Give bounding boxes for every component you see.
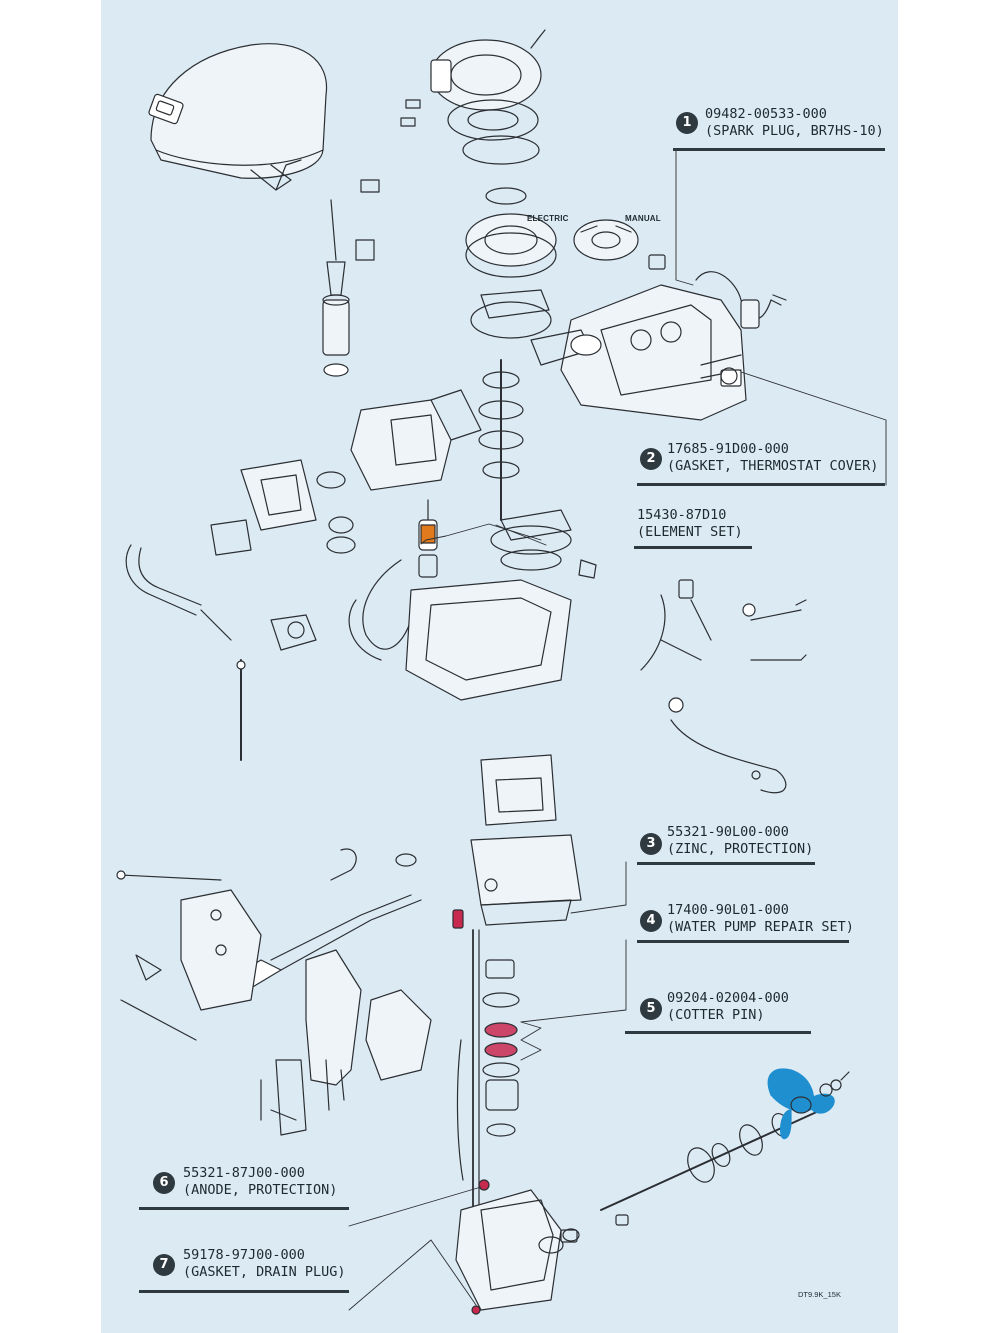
callout-number-3: 3 (640, 833, 662, 855)
electric-label: ELECTRIC (527, 214, 569, 223)
callout-rule (625, 1031, 811, 1034)
part-description: (WATER PUMP REPAIR SET) (667, 919, 854, 935)
clamp-bracket (180, 889, 432, 1136)
callout-number-6: 6 (153, 1172, 175, 1194)
manual-label: MANUAL (625, 214, 661, 223)
figure-code: DT9.9K_15K (798, 1290, 841, 1299)
part-description: (ZINC, PROTECTION) (667, 841, 814, 857)
drive-shaft-housing (405, 509, 597, 701)
part-number: 09204-02004-000 (667, 990, 789, 1006)
callout-number-7: 7 (153, 1254, 175, 1276)
callout-number-5: 5 (640, 998, 662, 1020)
ignition-coil (648, 254, 787, 329)
part-description: (GASKET, DRAIN PLUG) (183, 1264, 346, 1280)
callout-number-2: 2 (640, 448, 662, 470)
cylinder-block (560, 284, 747, 421)
part-number: 17685-91D00-000 (667, 441, 789, 457)
wiring-harness (640, 579, 807, 794)
throttle-linkage (125, 544, 317, 761)
part-number: 15430-87D10 (637, 507, 727, 523)
diagram-artwork (116, 29, 887, 1315)
part-number: 17400-90L01-000 (667, 902, 789, 918)
callout-number-4: 4 (640, 910, 662, 932)
callout-rule (637, 483, 885, 486)
recoil-starter (400, 29, 546, 165)
callout-rule (673, 148, 885, 151)
callout-number-1: 1 (676, 112, 698, 134)
part-description: (GASKET, THERMOSTAT COVER) (667, 458, 879, 474)
part-description: (ELEMENT SET) (637, 524, 743, 540)
flywheel-electric (465, 187, 557, 278)
engine-cowling (148, 43, 328, 191)
callout-rule (139, 1207, 349, 1210)
callout-rule (139, 1290, 349, 1293)
part-description: (COTTER PIN) (667, 1007, 765, 1023)
callout-leaders (348, 149, 887, 1311)
part-description: (SPARK PLUG, BR7HS-10) (705, 123, 884, 139)
midsection-housing (470, 754, 582, 926)
water-pump-drive-shaft (452, 909, 520, 1251)
exploded-parts-diagram: ELECTRIC MANUAL 1 09482-00533-000 (SPARK… (101, 0, 898, 1333)
gearcase (455, 1179, 580, 1315)
flywheel-manual (573, 219, 639, 261)
part-number: 59178-97J00-000 (183, 1247, 305, 1263)
starter-motor (322, 179, 380, 377)
callout-rule (637, 940, 849, 943)
part-number: 09482-00533-000 (705, 106, 827, 122)
part-description: (ANODE, PROTECTION) (183, 1182, 338, 1198)
part-number: 55321-87J00-000 (183, 1165, 305, 1181)
propeller (767, 1068, 850, 1140)
callout-rule (634, 546, 752, 549)
carburetor (210, 389, 482, 556)
part-number: 55321-90L00-000 (667, 824, 789, 840)
callout-rule (637, 862, 815, 865)
crankshaft-assembly (470, 289, 602, 521)
